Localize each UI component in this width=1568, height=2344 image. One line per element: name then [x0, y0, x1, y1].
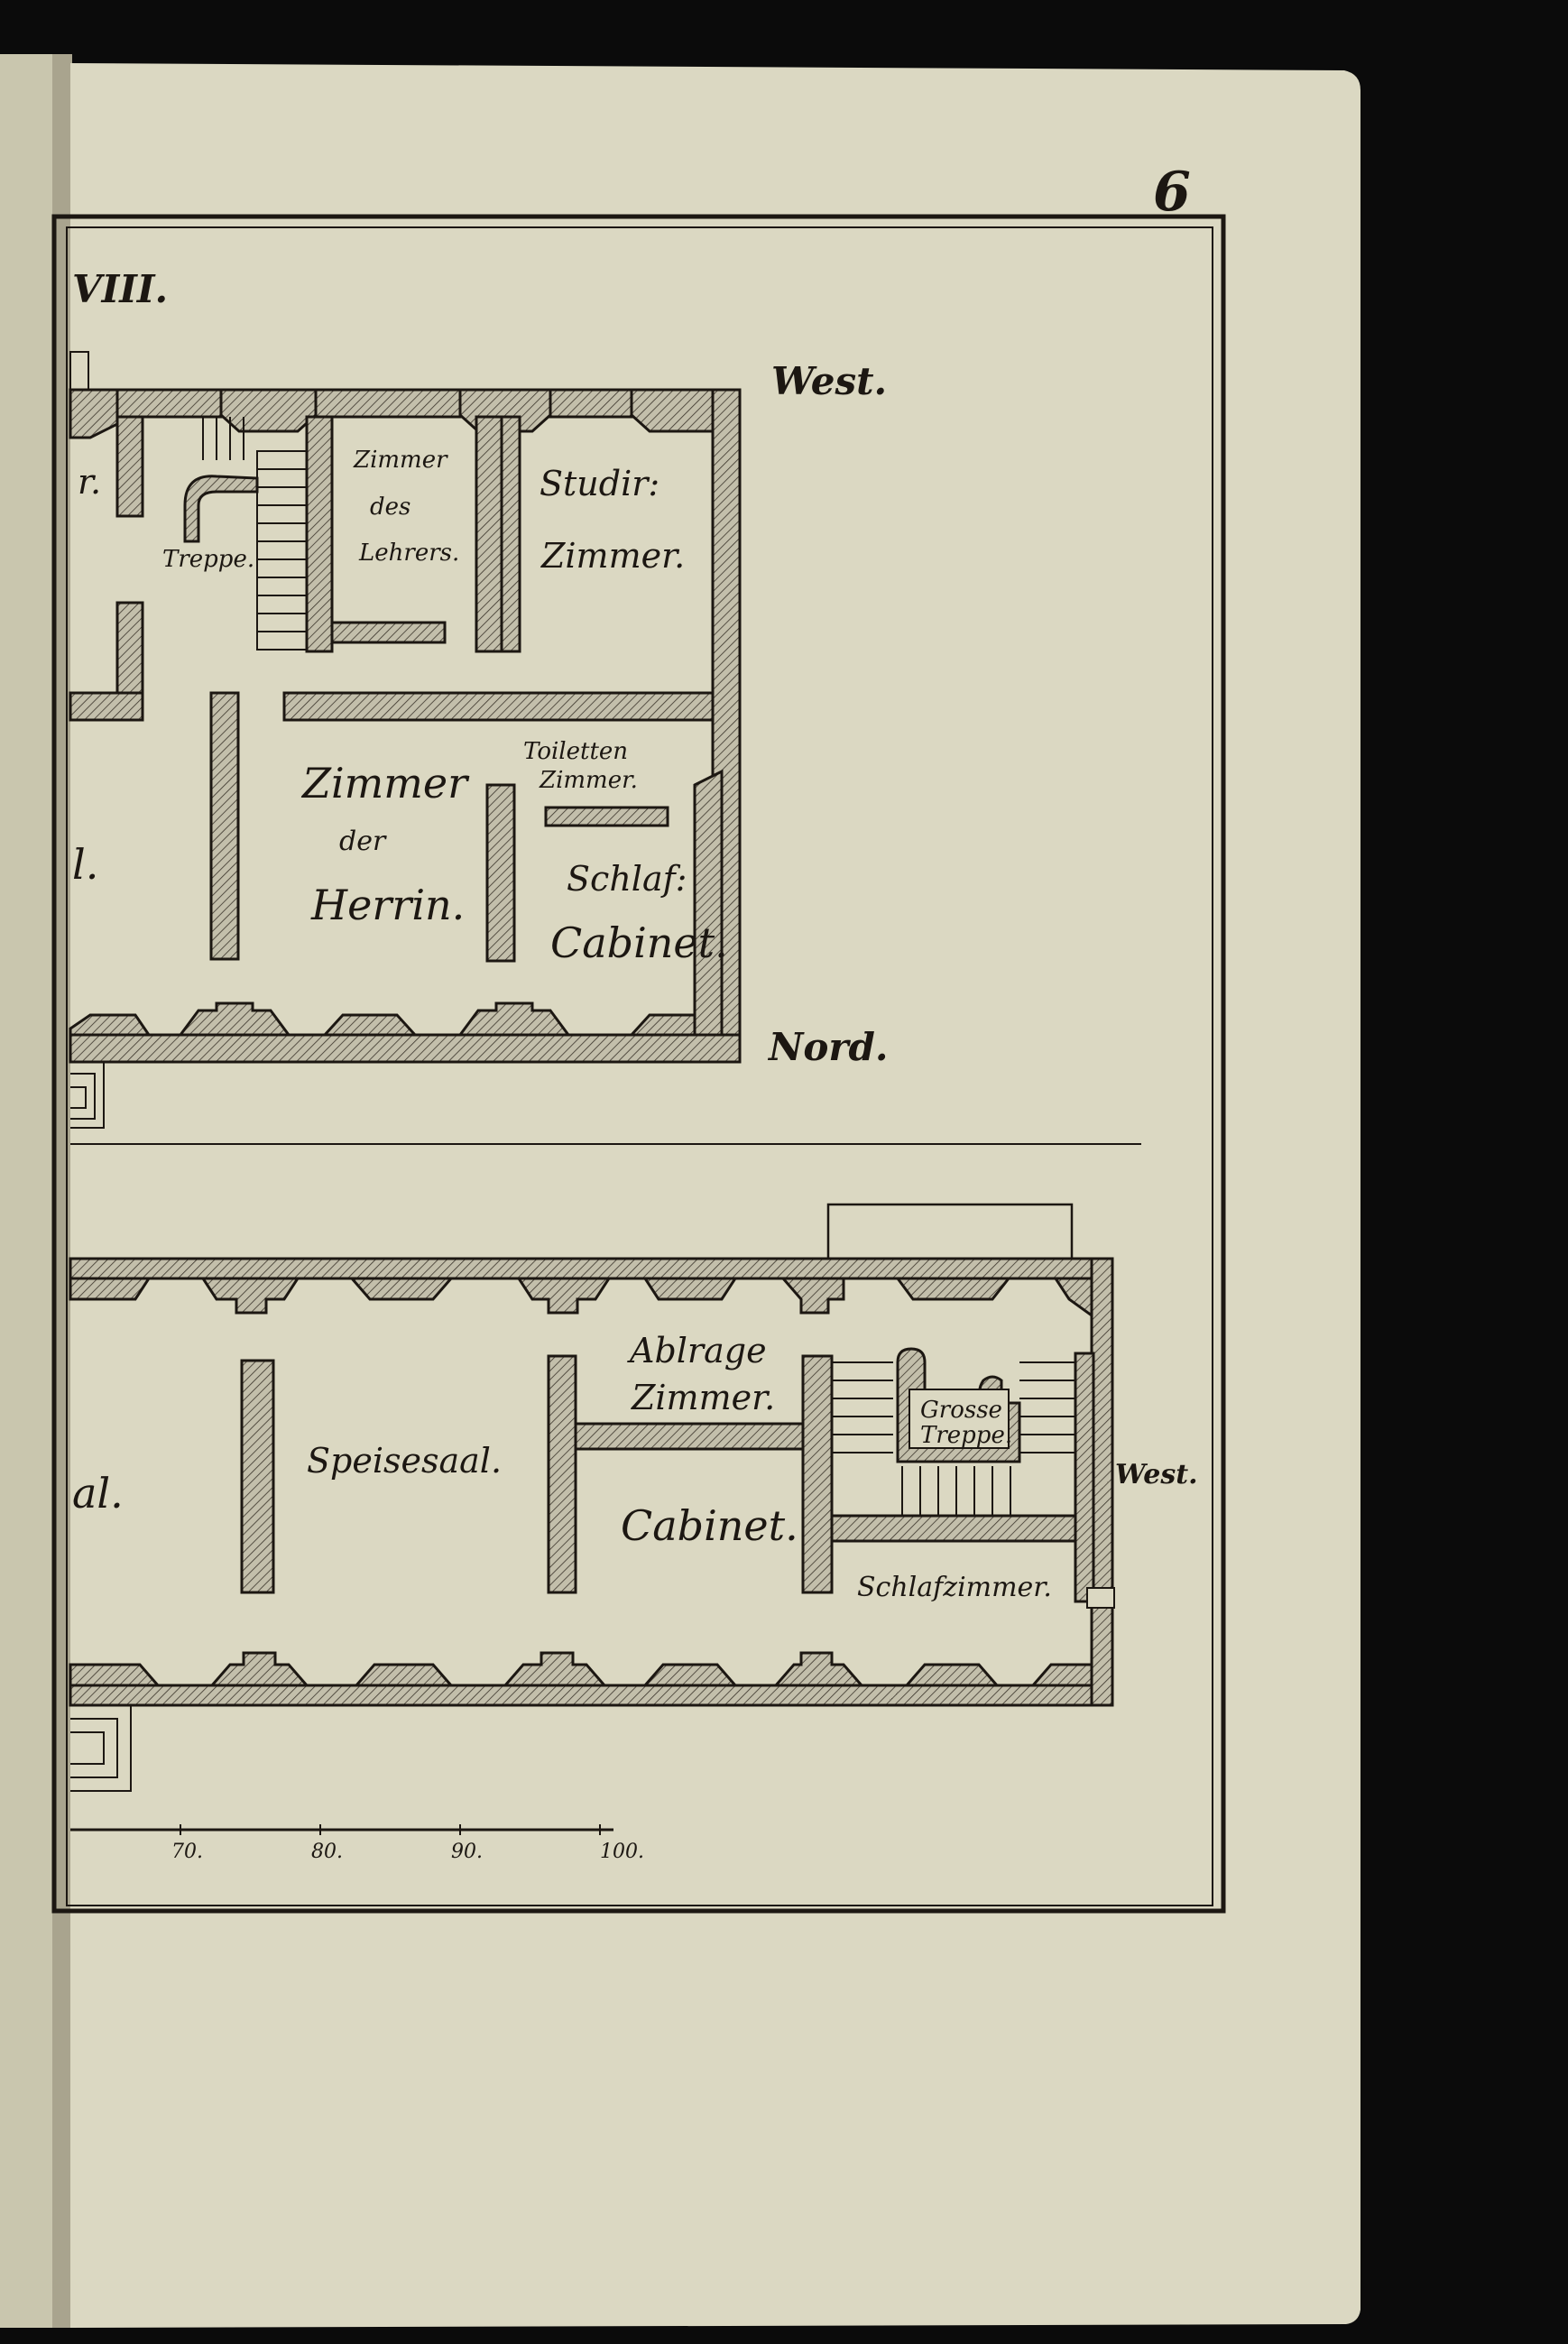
lower-top-pier-5 — [642, 1277, 738, 1301]
plate-number: VIII. — [72, 267, 169, 311]
lower-porch-outline — [826, 1203, 1074, 1259]
mistress-room-label-2: der — [339, 826, 386, 857]
upper-room-partial-left-lower: l. — [72, 840, 99, 889]
lower-stair-treads — [832, 1361, 1075, 1516]
study-room-label-1: Studir: — [540, 464, 660, 503]
upper-wall-stairs-right — [305, 415, 334, 653]
upper-stair-treads — [202, 417, 308, 651]
grand-stairs-label-2: Treppe. — [920, 1422, 1013, 1449]
lower-top-pier-7 — [895, 1277, 1012, 1301]
teacher-room-label-1: Zimmer — [354, 447, 447, 474]
toilet-room-label-1: Toiletten — [523, 738, 629, 765]
lower-bottom-pier-4 — [502, 1651, 608, 1687]
lower-room-partial-left: al. — [72, 1469, 124, 1518]
lower-bottom-pier-3 — [353, 1663, 455, 1687]
lower-top-pier-4 — [516, 1277, 612, 1315]
lower-top-pier-3 — [348, 1277, 455, 1301]
scale-tick-label-90: 90. — [451, 1841, 483, 1863]
lower-top-pier-6 — [779, 1277, 845, 1315]
lower-partition-dining-right — [547, 1354, 577, 1594]
compass-north-top: Nord. — [769, 1025, 889, 1069]
lower-wall-bottom — [69, 1684, 1114, 1707]
lower-stair-well-inner — [909, 1389, 1010, 1449]
teacher-room-label-2: des — [370, 494, 411, 521]
upper-top-pier-1 — [69, 388, 119, 439]
upper-top-pier-2 — [219, 388, 318, 433]
upper-cross-wall-left — [69, 691, 144, 722]
upper-wall-teacher-bottom — [330, 621, 447, 644]
grand-stairs-label-1: Grosse — [920, 1397, 1002, 1424]
compass-west-bottom: West. — [1115, 1459, 1198, 1490]
lower-cabinet-label: Cabinet. — [621, 1501, 798, 1550]
page-number: 6 — [1153, 161, 1191, 224]
lower-wall-storage-bottom — [574, 1422, 805, 1451]
upper-bottom-pier-2 — [178, 1001, 291, 1037]
lower-bottom-pier-2 — [208, 1651, 310, 1687]
upper-bottom-pier-3 — [321, 1013, 419, 1037]
teacher-room-label-3: Lehrers. — [359, 540, 460, 567]
lower-floor-plan — [69, 1203, 1115, 1792]
upper-partition-toilet — [485, 783, 516, 963]
upper-room-partial-left: r. — [78, 462, 102, 502]
lower-top-pier-2 — [200, 1277, 300, 1315]
bedroom-cabinet-label-1: Schlaf: — [567, 859, 687, 899]
scale-tick-label-80: 80. — [311, 1841, 343, 1863]
bedroom-cabinet-label-2: Cabinet. — [550, 918, 728, 967]
storage-room-label-1: Ablrage — [630, 1331, 767, 1370]
upper-floor-plan — [69, 351, 742, 1129]
lower-bedroom-label: Schlafzimmer. — [857, 1572, 1052, 1603]
scale-tick-label-70: 70. — [171, 1841, 203, 1863]
lower-bottom-pier-6 — [772, 1651, 865, 1687]
upper-partition-middle — [209, 691, 240, 961]
lower-wall-top — [69, 1257, 1114, 1280]
upper-wall-study-left — [500, 415, 521, 653]
lower-east-door — [1086, 1587, 1115, 1609]
upper-partition-left-stub — [115, 415, 144, 518]
upper-partition-left-lower — [115, 601, 144, 699]
lower-bottom-pier-7 — [903, 1663, 1001, 1687]
toilet-room-label-2: Zimmer. — [540, 767, 638, 794]
upper-wall-teacher-right — [475, 415, 503, 653]
upper-stairs-label: Treppe. — [162, 546, 255, 573]
lower-bottom-pier-1 — [69, 1663, 161, 1687]
study-room-label-2: Zimmer. — [541, 536, 686, 576]
upper-east-jamb — [693, 769, 724, 1037]
lower-top-pier-8 — [1053, 1277, 1093, 1318]
lower-left-steps — [70, 1704, 132, 1792]
lower-wall-bedroom-top — [830, 1514, 1077, 1543]
plate-outer-frame — [51, 214, 1226, 1914]
mistress-room-label-1: Zimmer — [302, 759, 468, 807]
lower-top-pier-1 — [69, 1277, 152, 1301]
upper-toilet-divider — [544, 806, 669, 827]
scale-bar — [70, 1824, 613, 1835]
scale-tick-label-100: 100. — [600, 1841, 644, 1863]
plate-inner-frame — [66, 226, 1213, 1906]
upper-stair-newel — [183, 475, 259, 543]
dining-hall-label: Speisesaal. — [307, 1441, 503, 1481]
upper-bottom-pier-1 — [69, 1013, 152, 1037]
lower-bottom-pier-5 — [641, 1663, 739, 1687]
lower-wall-east-inner — [1074, 1352, 1095, 1603]
compass-west-top: West. — [771, 359, 888, 403]
upper-cross-wall — [282, 691, 715, 722]
storage-room-label-2: Zimmer. — [632, 1378, 776, 1417]
upper-bottom-pier-4 — [457, 1001, 571, 1037]
upper-top-pier-4 — [630, 388, 715, 433]
upper-wall-bottom — [69, 1033, 742, 1064]
upper-left-steps — [69, 351, 105, 1129]
lower-partition-dining-left — [240, 1359, 275, 1594]
lower-wall-stairs-left — [801, 1354, 834, 1594]
mistress-room-label-3: Herrin. — [311, 881, 466, 929]
lower-bottom-pier-8 — [1029, 1663, 1093, 1687]
